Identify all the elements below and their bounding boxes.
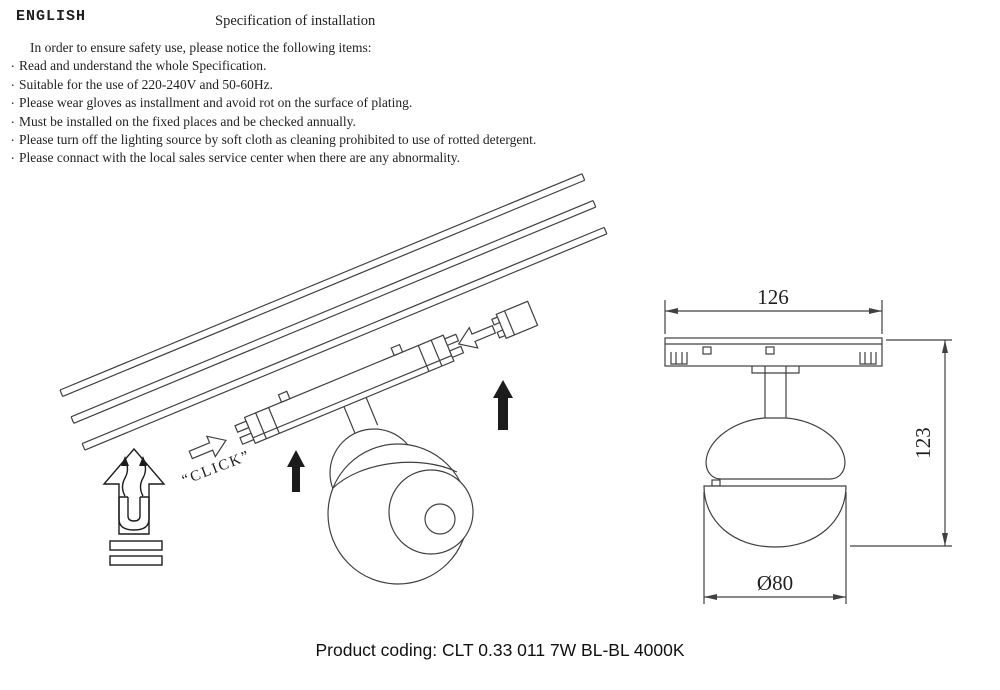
- stem-side-view: [764, 366, 787, 418]
- head-seam-line: [332, 461, 458, 489]
- dim-diameter-label: Ø80: [757, 571, 793, 595]
- dim-width: 126: [664, 285, 883, 334]
- product-coding: Product coding: CLT 0.33 011 7W BL-BL 40…: [315, 640, 685, 660]
- magnet-adapter-bar: [234, 333, 465, 446]
- adapter-bar-side-view: [664, 337, 883, 374]
- dim-height: 123: [850, 339, 952, 547]
- slide-right-arrow-icon: [188, 435, 227, 460]
- page-title: Specification of installation: [215, 13, 376, 29]
- safety-item: Must be installed on the fixed places an…: [11, 110, 730, 131]
- loose-connector-piece: [491, 300, 539, 340]
- body-upper-half: [705, 417, 846, 480]
- body-lower-half: [703, 485, 847, 548]
- safety-item: Please turn off the lighting source by s…: [11, 128, 730, 149]
- slide-left-arrow-icon: [457, 324, 497, 349]
- dim-diameter: Ø80: [703, 492, 847, 604]
- dim-width-label: 126: [757, 285, 789, 309]
- language-label: ENGLISH: [16, 8, 87, 25]
- safety-item: Please wear gloves as installment and av…: [11, 91, 730, 112]
- safety-intro: In order to ensure safety use, please no…: [30, 40, 372, 55]
- magnet-icon: [102, 447, 166, 566]
- magnet-plate: [109, 555, 163, 566]
- fixture-stem: [343, 397, 379, 435]
- horseshoe-magnet: [118, 496, 150, 531]
- track-rail: [59, 173, 608, 451]
- spotlight-head: [327, 428, 474, 585]
- safety-item: Please connact with the local sales serv…: [11, 146, 730, 167]
- installation-diagram: “CLICK”: [59, 173, 608, 585]
- dim-height-label: 123: [911, 427, 935, 459]
- safety-list: Read and understand the whole Specificat…: [10, 54, 730, 167]
- safety-notes: In order to ensure safety use, please no…: [10, 39, 730, 168]
- push-up-arrow-icon: [493, 380, 513, 430]
- safety-item: Suitable for the use of 220-240V and 50-…: [11, 73, 730, 94]
- magnet-plate: [109, 540, 163, 551]
- lens-inner-ring: [424, 503, 456, 535]
- safety-item: Read and understand the whole Specificat…: [11, 54, 730, 75]
- push-up-arrow-icon: [287, 450, 305, 492]
- hinge-clip: [711, 479, 721, 487]
- dimension-diagram: 126 123 Ø80: [664, 285, 952, 604]
